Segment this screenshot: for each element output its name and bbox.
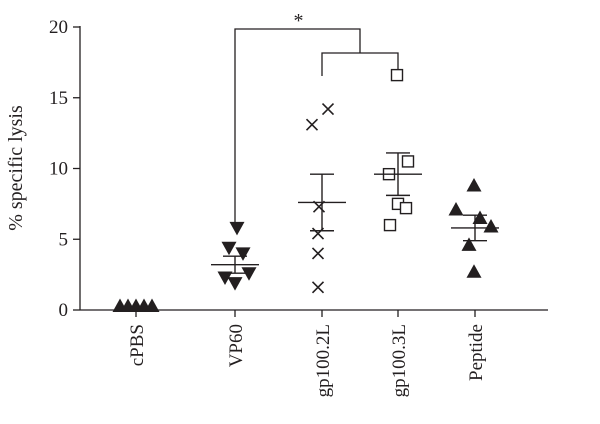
data-point xyxy=(461,237,477,251)
data-point xyxy=(399,201,413,215)
x-category-label: VP60 xyxy=(226,324,247,367)
y-tick-label: 10 xyxy=(49,159,68,180)
data-point xyxy=(229,221,245,236)
y-tick-label: 15 xyxy=(49,88,68,109)
data-marks xyxy=(112,68,499,312)
y-tick-label: 20 xyxy=(49,17,68,38)
x-category-label: Peptide xyxy=(466,324,487,381)
axes xyxy=(79,26,548,311)
y-tick-label: 0 xyxy=(59,300,69,321)
data-point xyxy=(217,271,233,285)
mean-sem-bars xyxy=(211,152,499,274)
data-point xyxy=(241,267,257,281)
bracket-outer xyxy=(234,28,361,224)
x-category-label: cPBS xyxy=(127,324,148,366)
significance-brackets: * xyxy=(234,10,399,224)
data-point xyxy=(235,247,251,261)
x-category-label: gp100.3L xyxy=(389,324,410,397)
data-point xyxy=(221,241,237,256)
data-point xyxy=(448,202,464,216)
data-point xyxy=(390,68,404,82)
y-axis-title: % specific lysis xyxy=(5,105,27,231)
data-point xyxy=(321,103,335,116)
data-point xyxy=(466,264,482,278)
data-point xyxy=(305,118,319,131)
bracket-inner xyxy=(321,52,399,76)
x-category-label: gp100.2L xyxy=(313,324,334,397)
y-ticks: 0 5 10 15 20 xyxy=(49,17,80,321)
y-tick-label: 5 xyxy=(59,229,69,250)
data-point xyxy=(401,155,415,168)
data-point xyxy=(144,298,160,312)
data-point xyxy=(472,210,488,225)
data-point xyxy=(227,277,243,291)
significance-label: * xyxy=(294,10,304,32)
data-point xyxy=(383,218,397,232)
category-labels: cPBS VP60 gp100.2L gp100.3L Peptide xyxy=(127,310,487,397)
data-point xyxy=(483,219,499,233)
data-point xyxy=(311,247,325,260)
data-point xyxy=(466,177,482,192)
data-point xyxy=(311,281,325,294)
